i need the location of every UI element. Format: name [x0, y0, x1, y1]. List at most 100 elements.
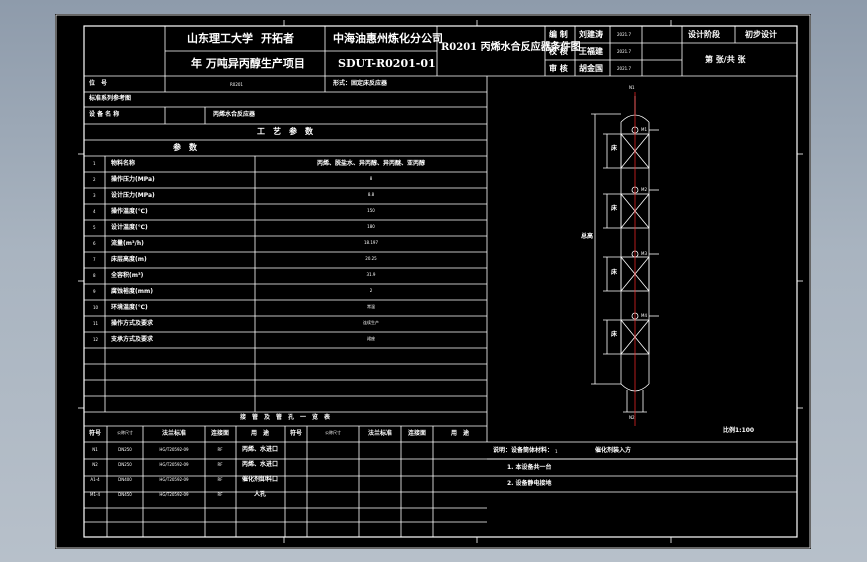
process-title: 工 艺 参 数 [257, 127, 313, 136]
position-label: 位 号 [89, 80, 108, 87]
manhole-m2: M2 [641, 187, 647, 192]
nozzle-cell-mark: A1-4 [90, 477, 100, 482]
param-value: 150 [367, 208, 375, 213]
company-name: 中海油惠州炼化分公司 [333, 32, 443, 45]
nozzle-title: 接 管 及 管 孔 一 览 表 [239, 414, 331, 421]
nozzle-header: 连接面 [210, 430, 230, 437]
nozzle-n1: N1 [629, 85, 635, 90]
drawing-sheet: 山东理工大学 开拓者 年 万吨异丙醇生产项目 中海油惠州炼化分公司 SDUT-R… [55, 14, 811, 549]
nozzle-cell-face: RF [217, 477, 223, 482]
nozzle-cell-use: 丙烯、水进口 [241, 461, 279, 468]
date-2: 2021.7 [617, 66, 631, 71]
nozzle-header: 法兰标准 [161, 430, 187, 437]
param-no: 12 [93, 337, 99, 342]
nozzle-header: 用 途 [450, 430, 470, 437]
bed-label-2: 床 [611, 205, 618, 212]
param-value: 2 [369, 288, 373, 293]
nozzle-header: 符号 [88, 430, 102, 437]
position-value: R0201 [230, 82, 243, 87]
notes-label: 说明： [493, 447, 512, 454]
param-no: 11 [93, 321, 99, 326]
bed-label-1: 床 [611, 145, 618, 152]
sheet-info: 第 张/共 张 [705, 55, 746, 64]
param-value: 8 [369, 176, 373, 181]
role-1: 校 核 [549, 47, 568, 56]
param-no: 9 [93, 289, 96, 294]
name-0: 刘建涛 [579, 30, 603, 39]
param-value: 常温 [367, 304, 375, 309]
nozzle-cell-std: HG/T20592-09 [159, 477, 189, 482]
param-no: 10 [93, 305, 99, 310]
param-name: 操作温度(℃) [111, 208, 148, 215]
nozzle-cell-use: 催化剂卸料口 [241, 476, 279, 483]
standard-series: 标准系列参考图 [89, 95, 132, 102]
student-role: 开拓者 [261, 32, 294, 45]
nozzle-header: 法兰标准 [367, 430, 393, 437]
param-name: 操作压力(MPa) [111, 176, 155, 183]
param-value: 180 [367, 224, 375, 229]
name-2: 胡金国 [579, 64, 603, 73]
param-name: 流量(m³/h) [111, 240, 144, 247]
form-text: 形式：固定床反应器 [333, 80, 388, 87]
device-name-label: 设 备 名 称 [89, 111, 120, 118]
param-value: 裙座 [367, 336, 375, 341]
nozzle-cell-std: HG/T20592-09 [159, 447, 189, 452]
param-header: 参 数 [173, 143, 197, 152]
material-value: 1 [555, 449, 558, 454]
param-no: 5 [93, 225, 96, 230]
nozzle-cell-mark: N1 [92, 447, 98, 452]
nozzle-cell-face: RF [217, 447, 223, 452]
param-no: 6 [93, 241, 96, 246]
total-height-label: 总高 [581, 233, 594, 240]
nozzle-header: 连接面 [407, 430, 427, 437]
nozzle-cell-std: HG/T20592-09 [159, 462, 189, 467]
param-no: 2 [93, 177, 96, 182]
date-0: 2021.7 [617, 32, 631, 37]
nozzle-header: 符号 [289, 430, 303, 437]
manhole-m3: M3 [641, 251, 647, 256]
bed-label-3: 床 [611, 269, 618, 276]
nozzle-header: 公称尺寸 [325, 430, 341, 435]
param-name: 床层高度(m) [111, 256, 147, 263]
scale-label: 比例1:100 [723, 427, 755, 434]
bed-label-4: 床 [611, 331, 618, 338]
param-value: 31.9 [366, 272, 376, 277]
param-name: 物料名称 [111, 160, 136, 167]
nozzle-cell-size: DN250 [118, 462, 132, 467]
catalyst-label: 催化剂装入方 [595, 447, 632, 454]
nozzle-cell-mark: N2 [92, 462, 98, 467]
nozzle-cell-size: DN450 [118, 492, 132, 497]
note-item-2: 2. 设备静电接地 [507, 480, 552, 487]
param-no: 4 [93, 209, 96, 214]
nozzle-header: 公称尺寸 [117, 430, 133, 435]
project-name: 年 万吨异丙醇生产项目 [191, 57, 305, 70]
param-no: 8 [93, 273, 96, 278]
param-name: 设计压力(MPa) [111, 192, 155, 199]
nozzle-n2: N2 [629, 415, 635, 420]
manhole-m4: M4 [641, 313, 647, 318]
role-0: 编 制 [549, 30, 568, 39]
param-no: 1 [93, 161, 96, 166]
param-value: 连续生产 [363, 320, 379, 325]
param-name: 支承方式及要求 [111, 336, 154, 343]
param-name: 设计温度(℃) [111, 224, 148, 231]
drawing-number: SDUT-R0201-01 [338, 57, 436, 70]
nozzle-header: 用 途 [250, 430, 270, 437]
nozzle-cell-mark: M1-4 [90, 492, 100, 497]
device-name-value: 丙烯水合反应器 [213, 111, 256, 118]
nozzle-cell-size: DN400 [118, 477, 132, 482]
name-1: 王福建 [579, 47, 603, 56]
nozzle-cell-use: 丙烯、水进口 [241, 446, 279, 453]
drawing-title: R0201 丙烯水合反应器条件图 [441, 42, 581, 53]
nozzle-cell-face: RF [217, 492, 223, 497]
date-1: 2021.7 [617, 49, 631, 54]
param-value: 8.8 [367, 192, 375, 197]
nozzle-cell-use: 人孔 [253, 491, 267, 498]
role-2: 审 核 [549, 64, 568, 73]
param-name: 环境温度(℃) [111, 304, 148, 311]
param-value: 20.25 [365, 256, 377, 261]
param-no: 3 [93, 193, 96, 198]
stage-value: 初步设计 [745, 30, 777, 39]
manhole-m1: M1 [641, 127, 647, 132]
param-value: 18.197 [364, 240, 378, 245]
